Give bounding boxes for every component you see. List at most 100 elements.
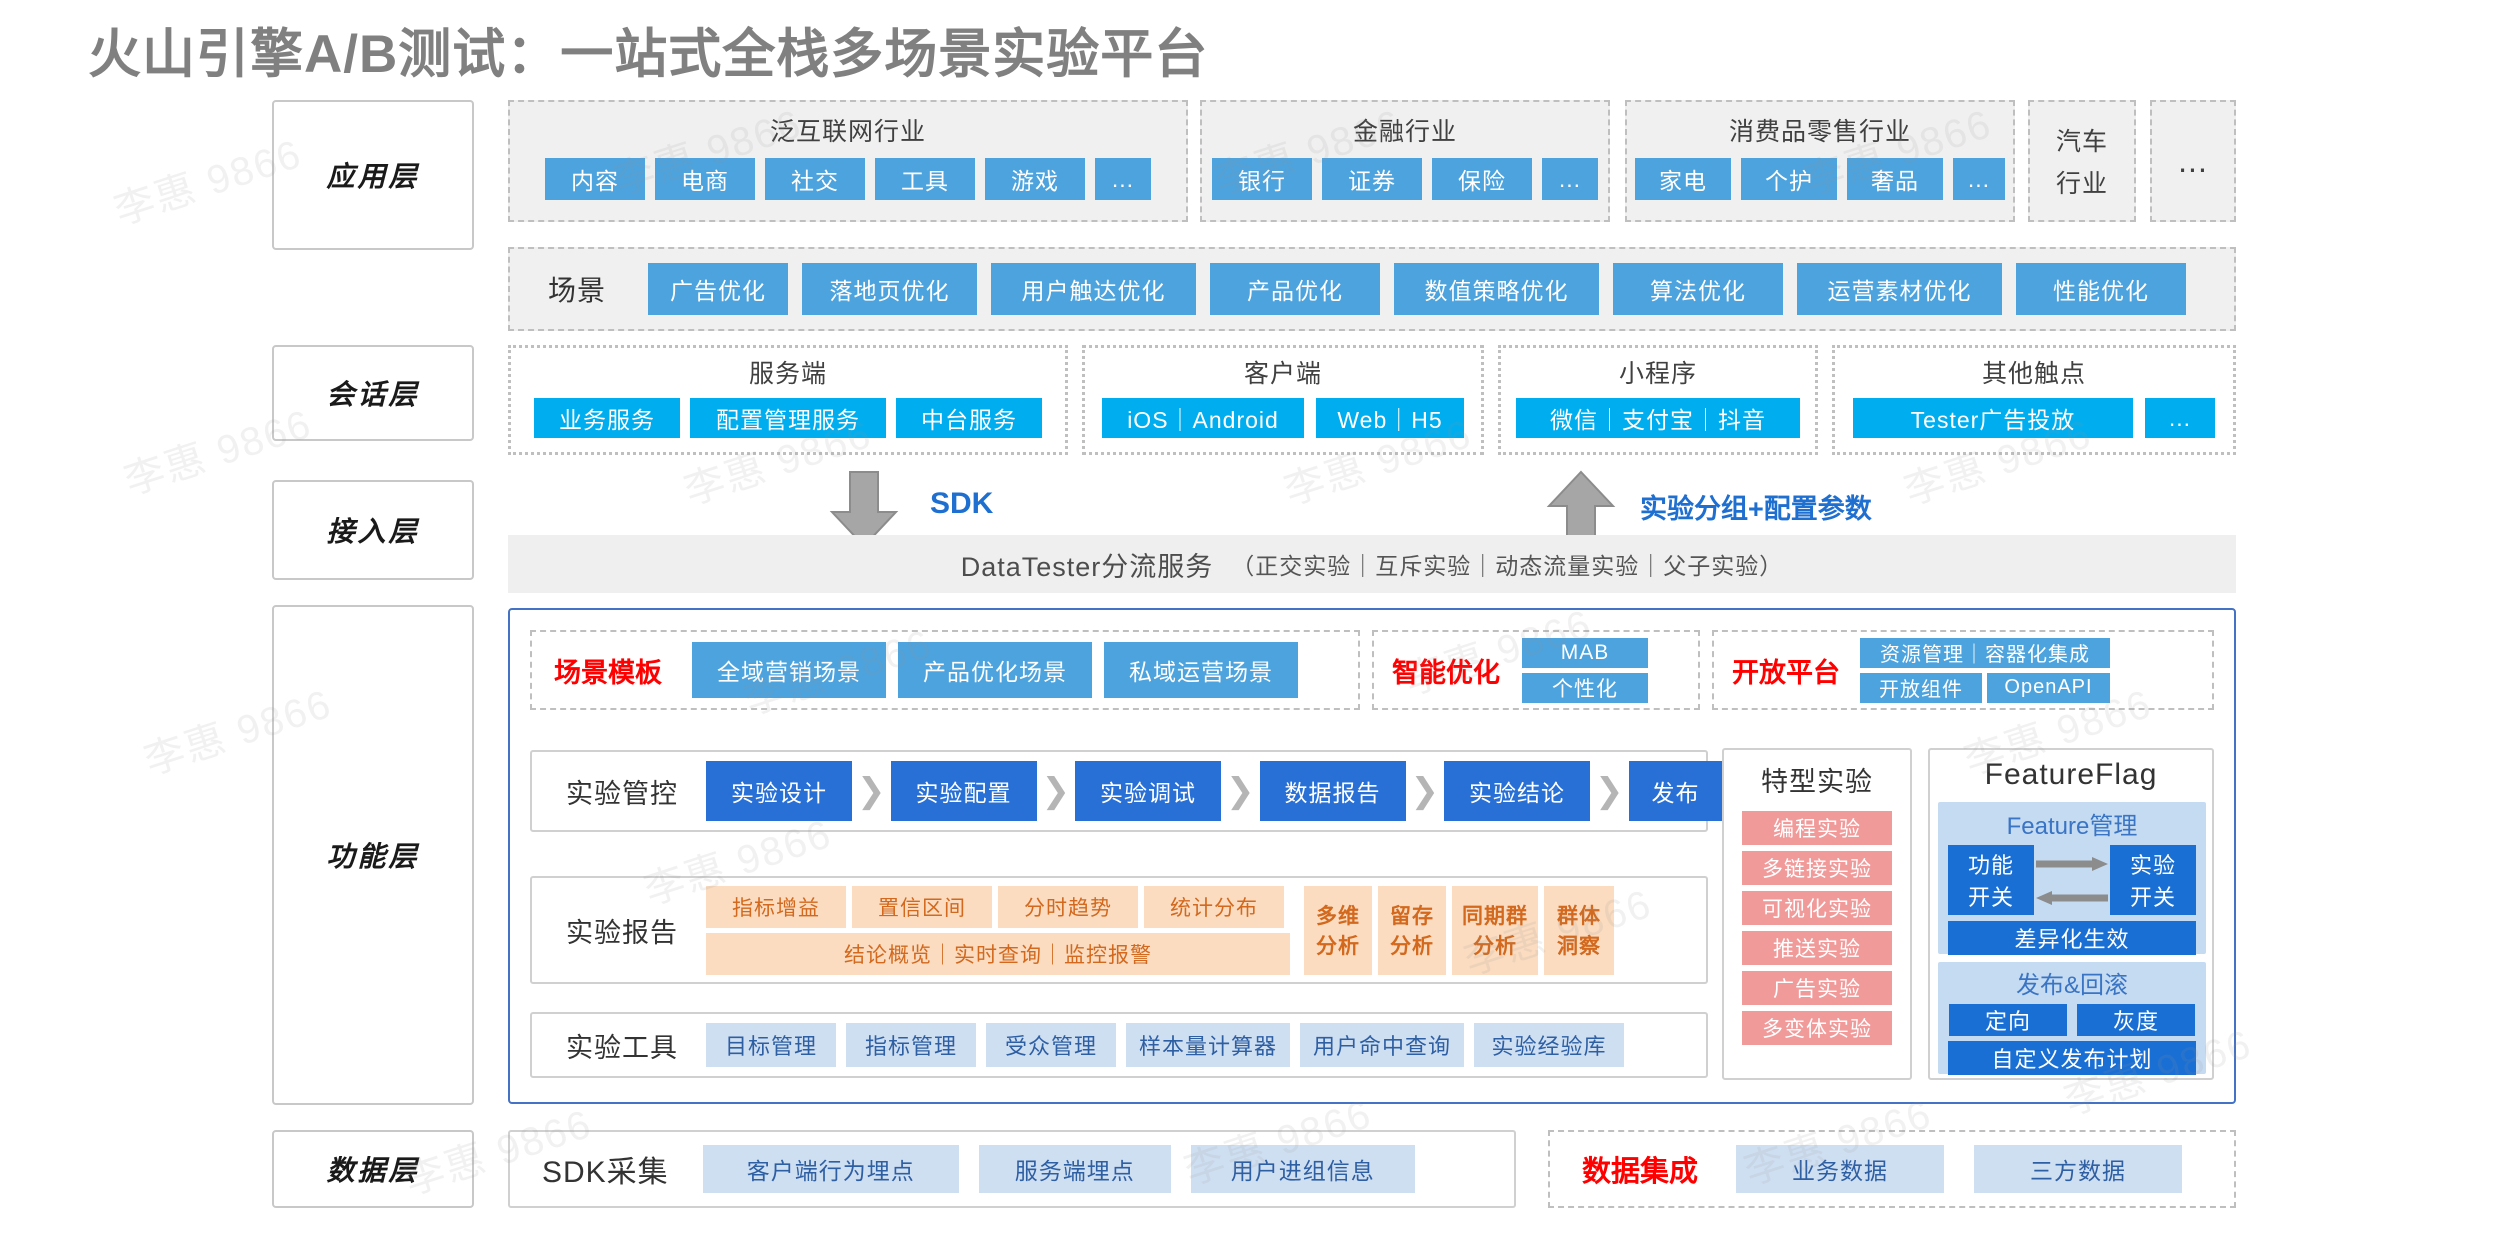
industry-group-finance: 金融行业 银行 证券 保险 ... bbox=[1200, 100, 1610, 222]
session-group-server: 服务端 业务服务 配置管理服务 中台服务 bbox=[508, 345, 1068, 455]
special-experiment-chip[interactable]: 可视化实验 bbox=[1742, 891, 1892, 925]
experiment-tool-chip[interactable]: 用户命中查询 bbox=[1300, 1023, 1464, 1067]
open-platform-chip-resource[interactable]: 资源管理｜容器化集成 bbox=[1860, 637, 2110, 668]
data-integration-chip[interactable]: 三方数据 bbox=[1974, 1145, 2183, 1193]
scene-template-chip[interactable]: 全域营销场景 bbox=[692, 642, 886, 698]
experiment-report-bottom-bar[interactable]: 结论概览｜实时查询｜监控报警 bbox=[706, 932, 1290, 975]
experiment-tool-chip[interactable]: 目标管理 bbox=[706, 1023, 836, 1067]
industry-chip[interactable]: 奢品 bbox=[1847, 158, 1943, 200]
industry-chip[interactable]: 社交 bbox=[765, 158, 865, 200]
session-chip-more[interactable]: ... bbox=[2145, 398, 2215, 438]
industry-chip[interactable]: 内容 bbox=[545, 158, 645, 200]
industry-chip[interactable]: 家电 bbox=[1635, 158, 1731, 200]
analysis-chip[interactable]: 留存 分析 bbox=[1378, 885, 1446, 975]
experiment-tools-label: 实验工具 bbox=[566, 1032, 678, 1063]
analysis-chip[interactable]: 群体 洞察 bbox=[1544, 885, 1614, 975]
experiment-tool-chip[interactable]: 样本量计算器 bbox=[1126, 1023, 1290, 1067]
special-experiment-chip[interactable]: 多变体实验 bbox=[1742, 1011, 1892, 1045]
session-chip[interactable]: Tester广告投放 bbox=[1853, 398, 2133, 438]
industry-chip-more[interactable]: ... bbox=[1095, 158, 1151, 200]
release-gray-chip[interactable]: 灰度 bbox=[2077, 1004, 2195, 1036]
industry-group-title-line1: 汽车 bbox=[2055, 128, 2108, 156]
experiment-report-chip[interactable]: 分时趋势 bbox=[998, 885, 1138, 928]
feature-toggle-functional[interactable]: 功能 开关 bbox=[1948, 845, 2034, 915]
experiment-report-chip[interactable]: 统计分布 bbox=[1144, 885, 1284, 928]
feature-toggle-experiment-line1: 实验 bbox=[2129, 853, 2176, 878]
session-chip[interactable]: 中台服务 bbox=[896, 398, 1042, 438]
experiment-control-step[interactable]: 实验结论 bbox=[1444, 761, 1590, 821]
scene-chip[interactable]: 产品优化 bbox=[1210, 263, 1381, 315]
release-custom-plan-chip[interactable]: 自定义发布计划 bbox=[1948, 1041, 2196, 1075]
open-platform-label: 开放平台 bbox=[1732, 657, 1840, 688]
special-experiment-chip[interactable]: 推送实验 bbox=[1742, 931, 1892, 965]
special-experiment-chip[interactable]: 多链接实验 bbox=[1742, 851, 1892, 885]
experiment-control-step[interactable]: 数据报告 bbox=[1259, 761, 1406, 821]
scene-chip[interactable]: 数值策略优化 bbox=[1394, 263, 1600, 315]
session-chip[interactable]: 业务服务 bbox=[534, 398, 680, 438]
layer-label-session: 会话层 bbox=[272, 345, 474, 441]
experiment-control-step[interactable]: 发布 bbox=[1628, 761, 1723, 821]
industry-chip-more[interactable]: ... bbox=[1953, 158, 2005, 200]
experiment-control-step[interactable]: 实验调试 bbox=[1075, 761, 1221, 821]
analysis-chip-line2: 分析 bbox=[1390, 935, 1434, 958]
feature-toggle-experiment[interactable]: 实验 开关 bbox=[2110, 845, 2196, 915]
experiment-tool-chip[interactable]: 指标管理 bbox=[846, 1023, 976, 1067]
analysis-chip[interactable]: 多维 分析 bbox=[1304, 885, 1372, 975]
industry-group-title: 金融行业 bbox=[1352, 118, 1457, 146]
session-chip[interactable]: 配置管理服务 bbox=[690, 398, 886, 438]
industry-chip[interactable]: 证券 bbox=[1322, 158, 1422, 200]
feature-manage-title: Feature管理 bbox=[2006, 813, 2138, 840]
special-experiment-chip[interactable]: 广告实验 bbox=[1742, 971, 1892, 1005]
scene-template-chip[interactable]: 产品优化场景 bbox=[898, 642, 1092, 698]
industry-chip[interactable]: 个护 bbox=[1741, 158, 1837, 200]
scene-row: 场景 广告优化 落地页优化 用户触达优化 产品优化 数值策略优化 算法优化 运营… bbox=[508, 247, 2236, 331]
experiment-tool-chip[interactable]: 实验经验库 bbox=[1474, 1023, 1624, 1067]
industry-chip[interactable]: 银行 bbox=[1212, 158, 1312, 200]
session-chip[interactable]: 微信｜支付宝｜抖音 bbox=[1516, 398, 1800, 438]
feature-differential-chip[interactable]: 差异化生效 bbox=[1948, 921, 2196, 955]
config-arrow-label: 实验分组+配置参数 bbox=[1640, 494, 1872, 524]
scene-chip[interactable]: 用户触达优化 bbox=[991, 263, 1197, 315]
scene-chip[interactable]: 算法优化 bbox=[1613, 263, 1784, 315]
analysis-chip[interactable]: 同期群 分析 bbox=[1452, 885, 1538, 975]
sdk-collect-chip[interactable]: 客户端行为埋点 bbox=[702, 1145, 959, 1193]
analysis-chip-line2: 洞察 bbox=[1557, 935, 1601, 958]
experiment-report-chip[interactable]: 置信区间 bbox=[852, 885, 992, 928]
sdk-collect-chip[interactable]: 用户进组信息 bbox=[1190, 1145, 1415, 1193]
release-targeted-chip[interactable]: 定向 bbox=[1949, 1004, 2067, 1036]
industry-chip-more[interactable]: ... bbox=[1542, 158, 1598, 200]
open-platform-chip-components[interactable]: 开放组件 bbox=[1860, 672, 1982, 703]
industry-group-more[interactable]: ... bbox=[2150, 100, 2236, 222]
experiment-report-chip[interactable]: 指标增益 bbox=[706, 885, 846, 928]
session-chip[interactable]: iOS｜Android bbox=[1102, 398, 1304, 438]
sdk-collect-label: SDK采集 bbox=[542, 1156, 669, 1189]
smart-optimize-chip[interactable]: MAB bbox=[1522, 637, 1648, 668]
scene-chip[interactable]: 落地页优化 bbox=[802, 263, 978, 315]
experiment-control-step[interactable]: 实验配置 bbox=[890, 761, 1037, 821]
session-group-title: 小程序 bbox=[1618, 360, 1697, 388]
arrow-left-icon bbox=[2036, 891, 2108, 905]
experiment-tool-chip[interactable]: 受众管理 bbox=[986, 1023, 1116, 1067]
sdk-collect-chip[interactable]: 服务端埋点 bbox=[978, 1145, 1171, 1193]
scene-template-chip[interactable]: 私域运营场景 bbox=[1104, 642, 1298, 698]
analysis-chip-line2: 分析 bbox=[1316, 935, 1360, 958]
special-experiment-chip[interactable]: 编程实验 bbox=[1742, 811, 1892, 845]
scene-chip[interactable]: 广告优化 bbox=[648, 263, 789, 315]
access-bar-sub-label: （正交实验｜互斥实验｜动态流量实验｜父子实验） bbox=[1231, 553, 1784, 579]
more-ellipsis-label: ... bbox=[2178, 142, 2208, 179]
industry-chip[interactable]: 工具 bbox=[875, 158, 975, 200]
open-platform-chip-openapi[interactable]: OpenAPI bbox=[1987, 672, 2110, 703]
industry-chip[interactable]: 游戏 bbox=[985, 158, 1085, 200]
smart-optimize-chip[interactable]: 个性化 bbox=[1522, 672, 1648, 703]
session-group-title: 其他触点 bbox=[1981, 360, 2086, 388]
industry-chip[interactable]: 电商 bbox=[655, 158, 755, 200]
session-chip[interactable]: Web｜H5 bbox=[1316, 398, 1464, 438]
chevron-right-icon: ❯ bbox=[1595, 772, 1624, 810]
experiment-control-step[interactable]: 实验设计 bbox=[706, 761, 852, 821]
special-experiments-card: 特型实验 编程实验 多链接实验 可视化实验 推送实验 广告实验 多变体实验 bbox=[1722, 748, 1912, 1080]
data-integration-chip[interactable]: 业务数据 bbox=[1736, 1145, 1945, 1193]
industry-chip[interactable]: 保险 bbox=[1432, 158, 1532, 200]
scene-chip[interactable]: 运营素材优化 bbox=[1797, 263, 2003, 315]
scene-chip[interactable]: 性能优化 bbox=[2016, 263, 2187, 315]
